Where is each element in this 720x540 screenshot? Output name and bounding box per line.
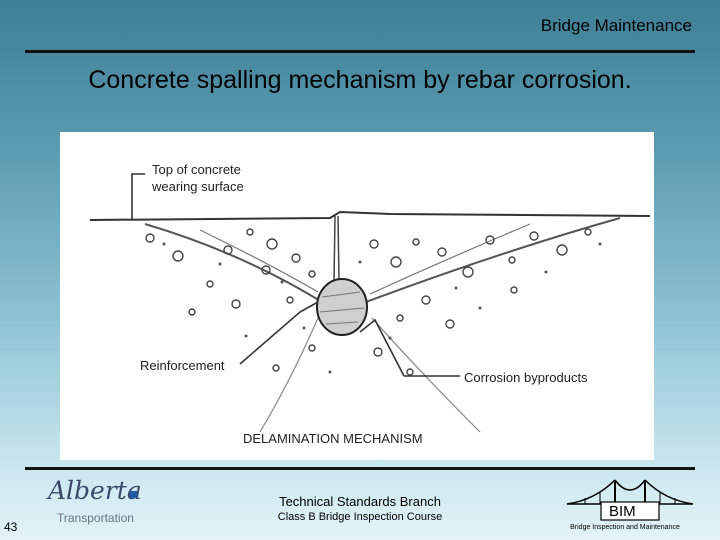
header-course-title: Bridge Maintenance <box>540 16 692 35</box>
reinforcement-leader <box>239 301 319 365</box>
label-corrosion-byproducts: Corrosion byproducts <box>464 370 588 385</box>
logo-square-icon <box>130 491 137 498</box>
corrosion-leader <box>359 318 405 377</box>
delamination-sketch <box>89 173 651 433</box>
rebar-cross-section <box>316 278 368 336</box>
footer-divider <box>25 467 695 470</box>
footer-course: Class B Bridge Inspection Course <box>277 511 443 523</box>
delamination-diagram: Top of concrete wearing surface Reinforc… <box>60 132 654 460</box>
footer-branch: Technical Standards Branch <box>279 494 441 509</box>
label-reinforcement: Reinforcement <box>140 358 225 373</box>
alberta-transportation-logo: Alberta Transportation <box>48 476 148 528</box>
top-surface-leader <box>131 173 145 220</box>
bim-bridge-icon <box>566 479 694 521</box>
diagram-caption: DELAMINATION MECHANISM <box>243 431 423 446</box>
logo-wordmark: Alberta <box>48 476 142 505</box>
aggregate-pattern <box>145 228 592 376</box>
wearing-surface-line <box>89 210 651 221</box>
slide-title: Concrete spalling mechanism by rebar cor… <box>88 66 632 94</box>
spall-crack-right <box>365 217 621 303</box>
label-top-surface-line2: wearing surface <box>152 179 244 194</box>
aggregate-dots <box>162 242 602 374</box>
bim-logo-text: BIM <box>609 503 636 520</box>
page-number: 43 <box>4 520 18 534</box>
logo-subtitle: Transportation <box>57 511 134 525</box>
bim-caption: Bridge Inspection and Maintenance <box>570 524 680 531</box>
vertical-crack <box>333 215 340 283</box>
spall-crack-left <box>144 223 323 303</box>
label-top-surface-line1: Top of concrete <box>152 162 241 177</box>
header-divider <box>25 50 695 53</box>
